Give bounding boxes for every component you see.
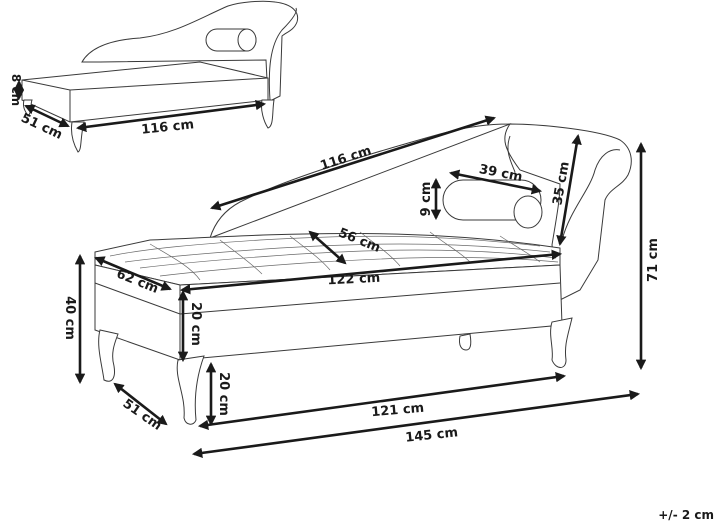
dim-base-height: 20 cm bbox=[177, 289, 203, 363]
dim-bolster-diameter: 9 cm bbox=[419, 177, 442, 221]
svg-text:71 cm: 71 cm bbox=[646, 238, 661, 282]
svg-text:51 cm: 51 cm bbox=[120, 396, 165, 433]
svg-text:116 cm: 116 cm bbox=[141, 117, 195, 137]
svg-text:8 cm: 8 cm bbox=[9, 74, 23, 106]
dim-inner-length: 121 cm bbox=[197, 371, 567, 431]
svg-text:20 cm: 20 cm bbox=[216, 372, 231, 416]
dim-storage-length: 116 cm bbox=[75, 99, 267, 138]
svg-text:121 cm: 121 cm bbox=[371, 401, 425, 421]
dim-seat-length: 122 cm bbox=[179, 249, 563, 295]
dim-total-height: 71 cm bbox=[635, 141, 661, 371]
svg-text:40 cm: 40 cm bbox=[62, 296, 77, 340]
svg-text:9 cm: 9 cm bbox=[419, 182, 434, 217]
svg-text:122 cm: 122 cm bbox=[327, 271, 381, 289]
dim-storage-depth: 8 cm bbox=[9, 74, 25, 106]
svg-text:20 cm: 20 cm bbox=[188, 302, 203, 346]
dim-depth: 51 cm bbox=[113, 382, 168, 434]
dim-armrest-height: 35 cm bbox=[550, 133, 582, 247]
svg-text:145 cm: 145 cm bbox=[405, 425, 459, 445]
dim-leg-height: 20 cm bbox=[205, 361, 231, 427]
tolerance-note: +/- 2 cm bbox=[658, 508, 714, 522]
dim-seat-height: 40 cm bbox=[62, 253, 86, 385]
dim-total-length: 145 cm bbox=[191, 389, 641, 459]
